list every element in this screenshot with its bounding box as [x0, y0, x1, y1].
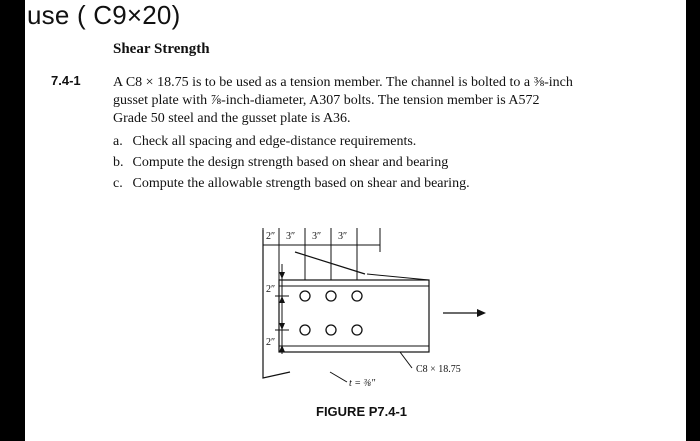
part-text: Compute the design strength based on she… [132, 155, 449, 170]
problem-part-b: b. Compute the design strength based on … [113, 155, 448, 171]
part-label: a. [113, 134, 123, 149]
gusset-plate-edge [366, 273, 430, 281]
problem-text-line-1: A C8 × 18.75 is to be used as a tension … [113, 75, 573, 90]
bolt-hole [299, 290, 311, 302]
dim-label-side-1: 2″ [266, 284, 275, 295]
arrowhead-icon [279, 296, 285, 303]
dim-label-top-4: 3″ [338, 231, 347, 242]
problem-text-line-3: Grade 50 steel and the gusset plate is A… [113, 111, 351, 126]
textbook-page: use ( C9×20) Shear Strength 7.4-1 A C8 ×… [25, 0, 686, 441]
load-arrow-icon [477, 309, 486, 317]
arrowhead-icon [279, 345, 285, 352]
arrowhead-icon [279, 272, 285, 279]
leader-line [329, 371, 348, 383]
channel-member [278, 279, 430, 353]
bolt-hole [325, 290, 337, 302]
arrowhead-icon [279, 323, 285, 330]
problem-text-line-2: gusset plate with ⅞-inch-diameter, A307 … [113, 93, 540, 108]
part-text: Compute the allowable strength based on … [132, 176, 470, 191]
thickness-label: t = ⅜″ [349, 378, 376, 389]
dim-label-side-2: 2″ [266, 337, 275, 348]
bolt-hole [325, 324, 337, 336]
gusset-plate-edge [294, 251, 366, 275]
part-text: Check all spacing and edge-distance requ… [132, 134, 417, 149]
page-header: use ( C9×20) [27, 0, 181, 30]
dim-label-top-3: 3″ [312, 231, 321, 242]
section-title: Shear Strength [113, 41, 210, 57]
dim-label-top-2: 3″ [286, 231, 295, 242]
part-label: c. [113, 176, 123, 191]
dim-label-top-1: 2″ [266, 231, 275, 242]
problem-part-a: a. Check all spacing and edge-distance r… [113, 134, 416, 150]
gusset-plate-edge [262, 230, 291, 379]
problem-part-c: c. Compute the allowable strength based … [113, 176, 470, 192]
bolt-hole [351, 324, 363, 336]
problem-number: 7.4-1 [51, 73, 81, 88]
member-label: C8 × 18.75 [416, 364, 461, 375]
leader-line [399, 351, 413, 369]
bolt-hole [299, 324, 311, 336]
figure-caption: FIGURE P7.4-1 [316, 404, 408, 419]
bolt-hole [351, 290, 363, 302]
part-label: b. [113, 155, 124, 170]
bolted-connection-figure: 2″ 3″ 3″ 3″ 2″ 2″ C8 × 18 [262, 228, 486, 389]
